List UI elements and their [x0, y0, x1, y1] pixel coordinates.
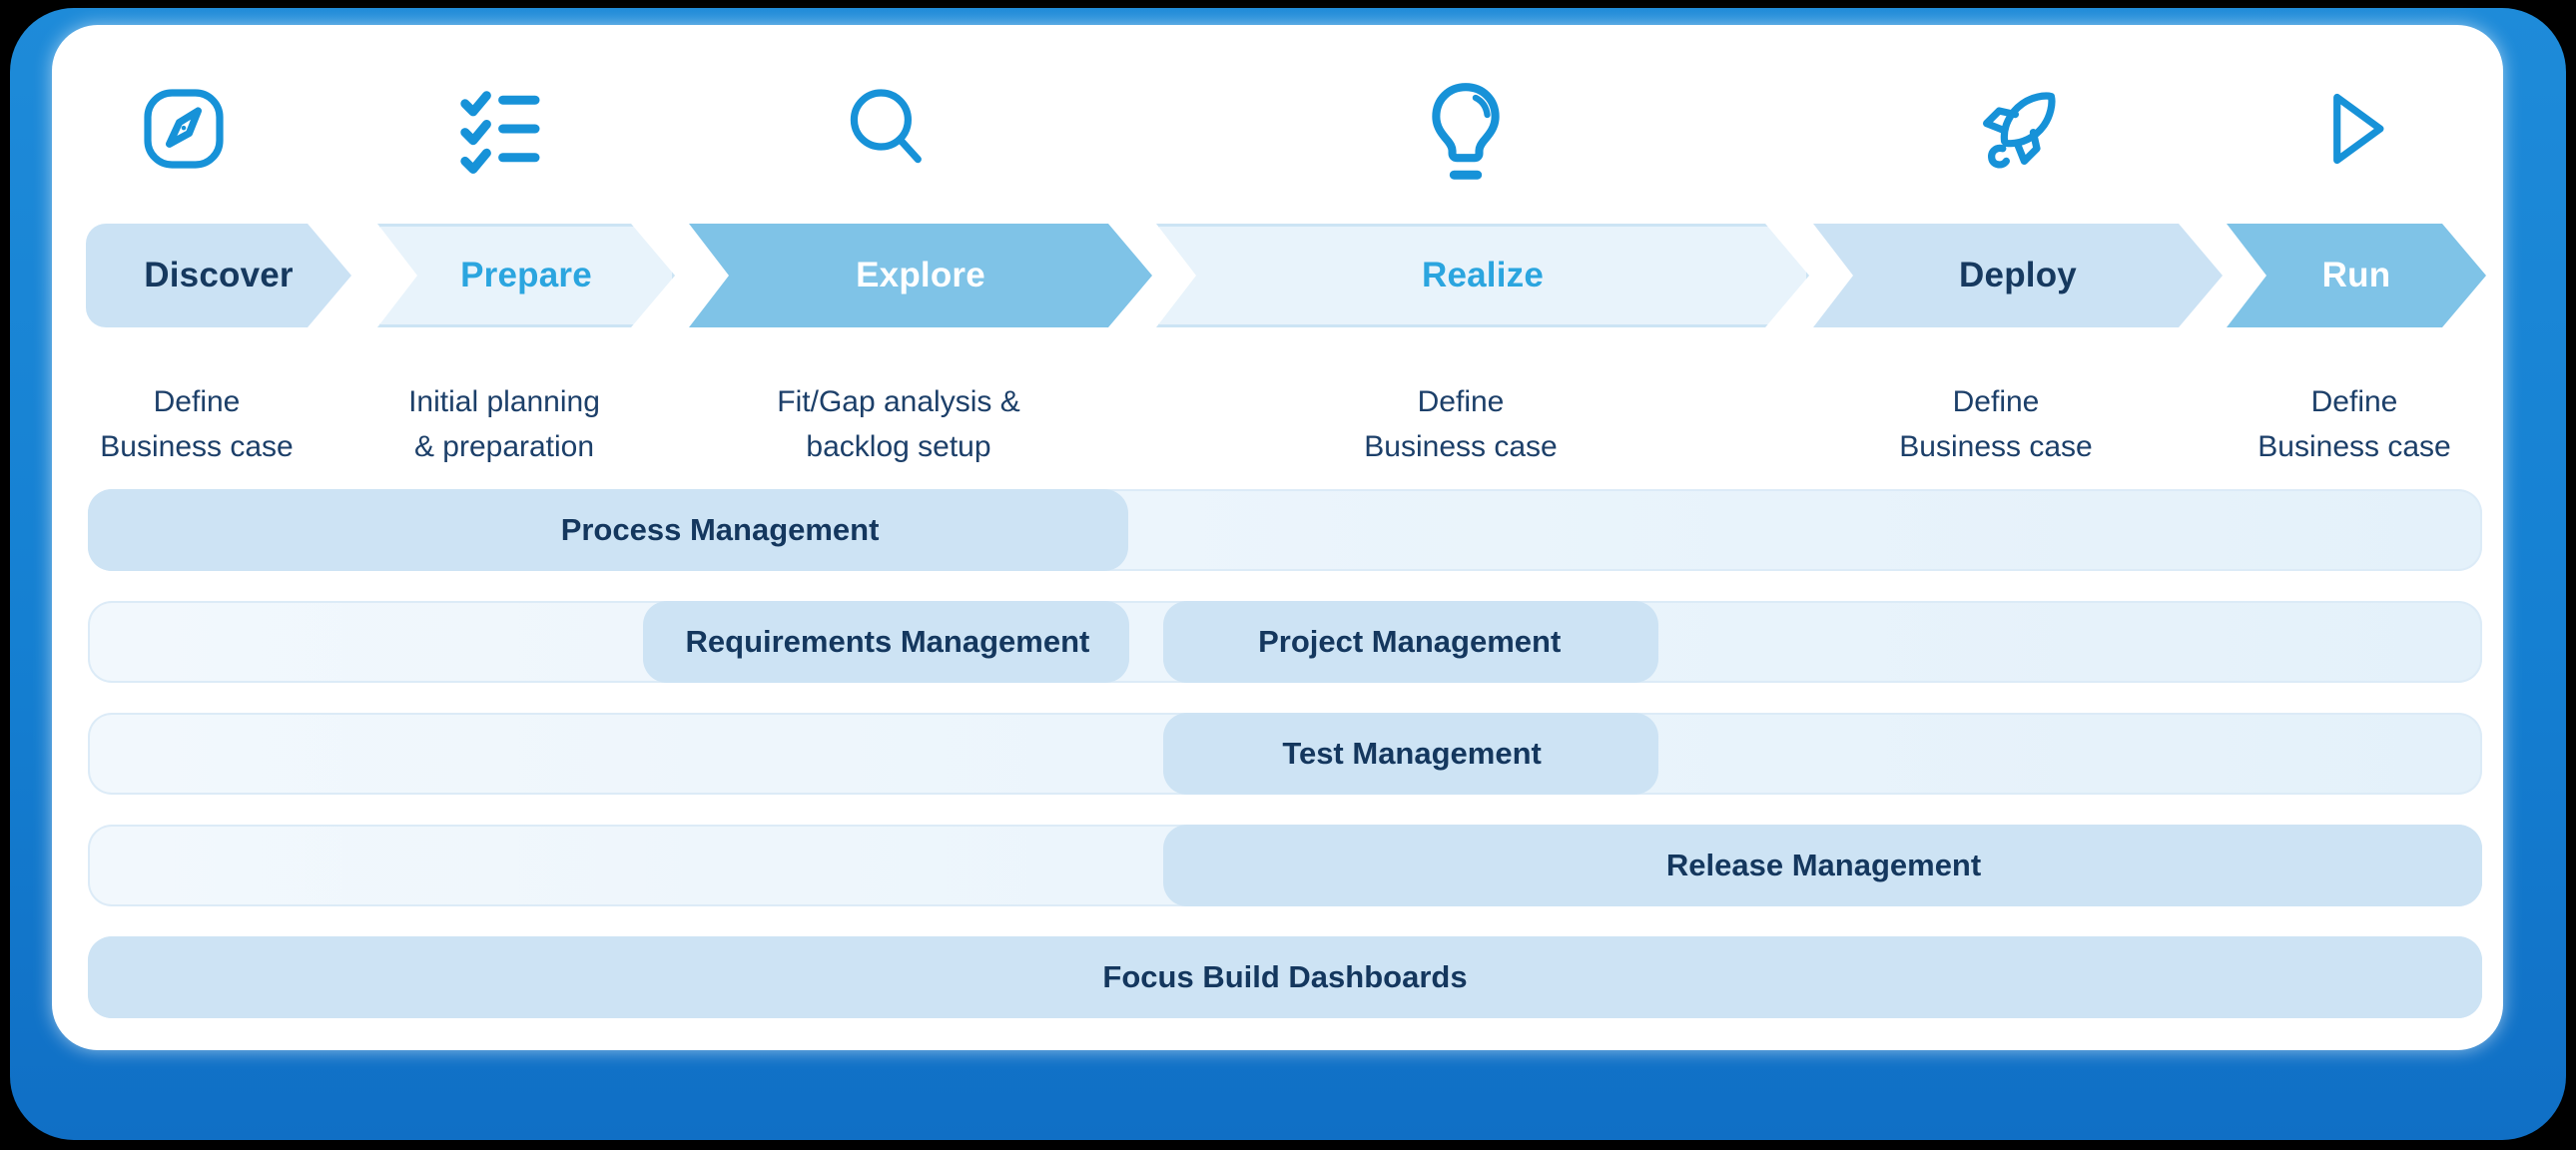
stream-row-release: Release Management — [88, 825, 2482, 906]
stream-label: Release Management — [1665, 848, 1982, 882]
phase-label: Prepare — [460, 256, 592, 294]
compass-icon — [139, 84, 229, 174]
phase-label: Discover — [144, 256, 294, 294]
phase-chevron-deploy: Deploy — [1813, 224, 2223, 327]
phase-description-prepare: Initial planning& preparation — [408, 385, 600, 463]
stream-label: Requirements Management — [685, 624, 1090, 659]
lightbulb-icon — [1421, 80, 1511, 186]
phase-description-explore: Fit/Gap analysis &backlog setup — [777, 385, 1020, 463]
stream-row-test: Test Management — [88, 713, 2482, 795]
phase-chevron-discover: Discover — [86, 224, 351, 327]
phase-label: Run — [2321, 256, 2391, 294]
rocket-icon — [1974, 84, 2064, 174]
stream-row-requirements-project: Requirements Management Project Manageme… — [88, 601, 2482, 683]
stream-label: Project Management — [1258, 624, 1562, 659]
checklist-icon — [454, 84, 544, 174]
stream-label: Process Management — [560, 512, 880, 547]
release-management-bar — [1162, 825, 2482, 906]
test-management-bar — [1162, 713, 1659, 795]
phase-chevron-prepare: Prepare — [377, 224, 675, 327]
requirements-management-bar — [643, 601, 1130, 683]
focus-build-dashboards-bar — [88, 936, 2482, 1018]
phase-label: Explore — [856, 256, 985, 294]
stream-label: Focus Build Dashboards — [1102, 959, 1468, 994]
phase-label: Realize — [1421, 256, 1545, 294]
process-management-bar — [88, 489, 1128, 571]
search-icon — [840, 84, 930, 174]
stream-row-process: Process Management — [88, 489, 2482, 571]
play-icon — [2307, 84, 2397, 174]
phase-chevron-explore: Explore — [689, 224, 1152, 327]
phase-label: Deploy — [1959, 256, 2077, 294]
phase-chevron-run: Run — [2227, 224, 2486, 327]
project-management-bar — [1162, 601, 1659, 683]
stream-row-focus-build: Focus Build Dashboards — [88, 936, 2482, 1018]
stream-label: Test Management — [1282, 736, 1542, 771]
phase-chevron-realize: Realize — [1156, 224, 1809, 327]
